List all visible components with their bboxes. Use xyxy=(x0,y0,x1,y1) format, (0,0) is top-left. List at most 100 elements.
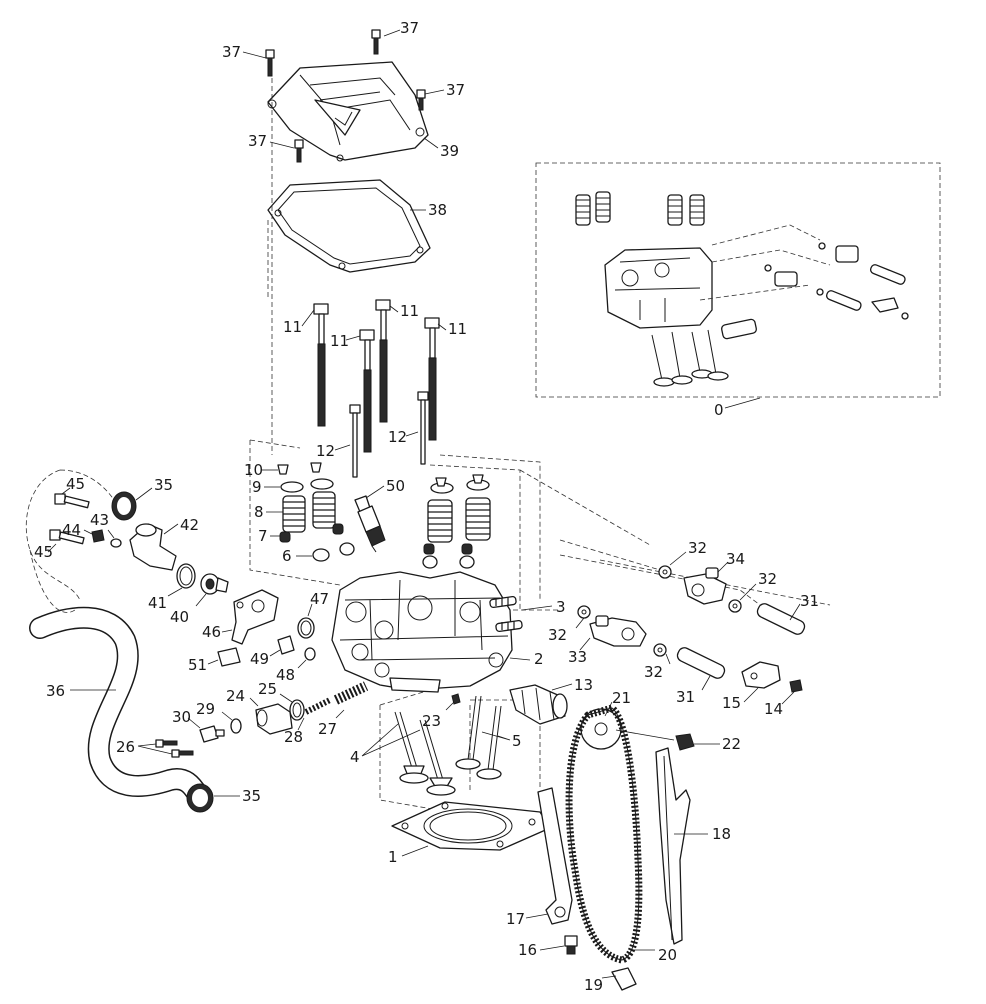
bolt-14: 14 xyxy=(764,679,803,718)
hose-outline-dash xyxy=(25,469,121,613)
callout-2: 2 xyxy=(534,650,544,668)
bolts-26: 26 xyxy=(116,738,194,758)
callout-27: 27 xyxy=(318,720,337,738)
chain-tensioner-18: 18 xyxy=(655,747,731,945)
callout-17: 17 xyxy=(506,910,525,928)
callout-16: 16 xyxy=(518,941,537,959)
callout-19: 19 xyxy=(584,976,603,994)
callout-26: 26 xyxy=(116,738,135,756)
callout-0: 0 xyxy=(714,401,724,419)
spring-28: 28 xyxy=(284,697,332,746)
callout-31-a: 31 xyxy=(800,592,819,610)
valve-seals-7: 7 xyxy=(258,523,473,555)
callout-29: 29 xyxy=(196,700,215,718)
callout-37-b: 37 xyxy=(400,19,419,37)
cylinder-head: 2 xyxy=(331,571,544,693)
callout-32-a: 32 xyxy=(688,539,707,557)
callout-36: 36 xyxy=(46,682,65,700)
callout-37-a: 37 xyxy=(222,43,241,61)
callout-15: 15 xyxy=(722,694,741,712)
cam-sprocket: 21 xyxy=(580,689,631,750)
callout-1: 1 xyxy=(388,848,398,866)
callout-7: 7 xyxy=(258,527,268,545)
callout-44: 44 xyxy=(62,521,81,539)
hose-clamps-35: 35 35 xyxy=(111,476,261,813)
callout-45-a: 45 xyxy=(66,475,85,493)
callout-40: 40 xyxy=(170,608,189,626)
callout-25: 25 xyxy=(258,680,277,698)
rocker-arm-33: 33 xyxy=(568,615,647,666)
callout-4: 4 xyxy=(350,748,360,766)
guide-19: 19 xyxy=(584,967,637,994)
callout-12-b: 12 xyxy=(388,428,407,446)
bolts-45: 45 45 xyxy=(34,475,90,561)
callout-11-b: 11 xyxy=(330,332,349,350)
callout-31-b: 31 xyxy=(676,688,695,706)
callout-35-b: 35 xyxy=(242,787,261,805)
callout-18: 18 xyxy=(712,825,731,843)
callout-5: 5 xyxy=(512,732,522,750)
head-gasket: 1 xyxy=(388,801,551,866)
callout-32-b: 32 xyxy=(758,570,777,588)
callout-12-a: 12 xyxy=(316,442,335,460)
callout-28: 28 xyxy=(284,728,303,746)
callout-14: 14 xyxy=(764,700,783,718)
pins-3: 3 xyxy=(489,595,566,633)
callout-11-d: 11 xyxy=(448,320,467,338)
callout-32-c: 32 xyxy=(548,626,567,644)
studs-12: 12 12 xyxy=(316,391,429,478)
exhaust-valves-5: 5 xyxy=(455,695,522,780)
bolt-16: 16 xyxy=(518,935,578,959)
camshaft: 13 xyxy=(509,676,593,725)
callout-37-c: 37 xyxy=(446,81,465,99)
housing-46: 46 xyxy=(202,589,279,645)
callout-48: 48 xyxy=(276,666,295,684)
sprocket-bolt: 22 xyxy=(615,729,741,753)
callout-42: 42 xyxy=(180,516,199,534)
water-outlet-42: 42 xyxy=(129,516,199,571)
rocker-arm-34: 34 xyxy=(683,550,745,605)
plate-15: 15 xyxy=(722,661,781,712)
callout-37-d: 37 xyxy=(248,132,267,150)
spring-retainers-9: 9 xyxy=(252,474,490,496)
chain-guide-17: 17 xyxy=(506,787,573,928)
spring-seats-6: 6 xyxy=(282,542,475,569)
callout-8: 8 xyxy=(254,503,264,521)
bolt-37-set: 37 37 37 37 39 xyxy=(222,19,465,163)
callout-51: 51 xyxy=(188,656,207,674)
valve-cover xyxy=(267,61,429,162)
cap-51: 51 xyxy=(188,647,241,674)
callout-23: 23 xyxy=(422,712,441,730)
callout-32-d: 32 xyxy=(644,663,663,681)
callout-6: 6 xyxy=(282,547,292,565)
valve-keepers-10: 10 xyxy=(244,461,322,479)
callout-20: 20 xyxy=(658,946,677,964)
callout-49: 49 xyxy=(250,650,269,668)
callout-3: 3 xyxy=(556,598,566,616)
callout-30: 30 xyxy=(172,708,191,726)
washers-32: 32 32 32 32 xyxy=(548,539,777,681)
callout-10: 10 xyxy=(244,461,263,479)
head-bolts-11: 11 11 11 11 xyxy=(283,299,467,453)
callout-21: 21 xyxy=(612,689,631,707)
plug-bolt-30: 30 xyxy=(172,708,225,743)
hose-36: 36 xyxy=(29,606,209,806)
callout-11-c: 11 xyxy=(400,302,419,320)
callout-43: 43 xyxy=(90,511,109,529)
callout-9: 9 xyxy=(252,478,262,496)
callout-41: 41 xyxy=(148,594,167,612)
intake-valves-4: 4 xyxy=(350,711,456,796)
pin-23: 23 xyxy=(422,693,461,730)
callout-47: 47 xyxy=(310,590,329,608)
callout-33: 33 xyxy=(568,648,587,666)
callout-35-a: 35 xyxy=(154,476,173,494)
callout-24: 24 xyxy=(226,687,245,705)
callout-13: 13 xyxy=(574,676,593,694)
alignment-lines xyxy=(249,78,831,813)
tensioner-body-24: 24 xyxy=(226,687,293,735)
thermostat-40: 40 xyxy=(170,573,229,626)
callout-34: 34 xyxy=(726,550,745,568)
callout-50: 50 xyxy=(386,477,405,495)
timing-chain: 20 xyxy=(565,704,677,964)
